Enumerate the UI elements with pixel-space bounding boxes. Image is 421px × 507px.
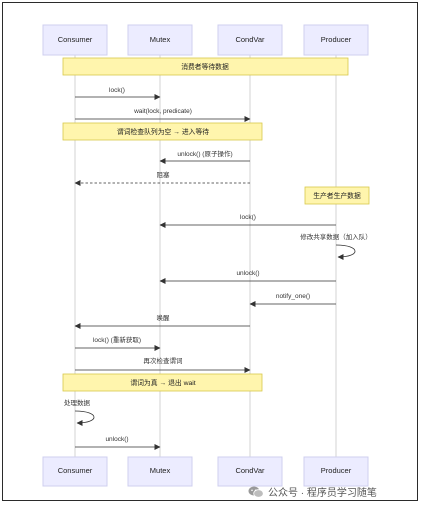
svg-text:lock(): lock() xyxy=(109,87,125,94)
svg-text:Mutex: Mutex xyxy=(150,466,171,475)
note-producer-produces: 生产者生产数据 xyxy=(304,186,370,205)
message-relock: lock() (重新获取) xyxy=(75,335,161,351)
svg-text:unlock(): unlock() xyxy=(236,270,259,277)
note-consumer-waits: 消费者等待数据 xyxy=(62,57,349,76)
svg-text:处理数据: 处理数据 xyxy=(64,398,91,407)
svg-text:lock() (重新获取): lock() (重新获取) xyxy=(93,335,141,344)
actor-label-producer: Producer xyxy=(321,35,352,44)
message-block: 阻塞 xyxy=(74,170,250,186)
svg-text:notify_one(): notify_one() xyxy=(276,293,310,300)
actor-label-consumer: Consumer xyxy=(58,35,93,44)
svg-text:Consumer: Consumer xyxy=(58,466,93,475)
message-wake-up: 唤醒 xyxy=(74,313,250,329)
actor-label-mutex: Mutex xyxy=(150,35,171,44)
message-producer-lock: lock() xyxy=(159,214,336,228)
actor-mutex-top: Mutex xyxy=(127,24,193,56)
svg-text:lock(): lock() xyxy=(240,214,256,221)
message-lock: lock() xyxy=(75,87,161,100)
actor-consumer-bottom: Consumer xyxy=(42,456,108,487)
wechat-icon xyxy=(248,486,264,498)
message-recheck-predicate: 再次检查谓词 xyxy=(75,356,251,373)
actor-producer-bottom: Producer xyxy=(303,456,369,487)
actor-condvar-bottom: CondVar xyxy=(217,456,283,487)
actor-condvar-top: CondVar xyxy=(217,24,283,56)
message-producer-unlock: unlock() xyxy=(159,270,336,284)
actor-mutex-bottom: Mutex xyxy=(127,456,193,487)
svg-text:谓词检查队列为空 → 进入等待: 谓词检查队列为空 → 进入等待 xyxy=(117,127,209,136)
svg-text:消费者等待数据: 消费者等待数据 xyxy=(181,62,229,71)
svg-text:谓词为真 → 退出 wait: 谓词为真 → 退出 wait xyxy=(130,378,195,387)
actor-producer-top: Producer xyxy=(303,24,369,56)
note-predicate-true: 谓词为真 → 退出 wait xyxy=(62,373,263,392)
actor-consumer-top: Consumer xyxy=(42,24,108,56)
message-process-data: 处理数据 xyxy=(64,398,95,426)
message-unlock-atomic: unlock() (原子操作) xyxy=(159,149,250,164)
svg-text:生产者生产数据: 生产者生产数据 xyxy=(313,191,361,200)
svg-text:再次检查谓词: 再次检查谓词 xyxy=(144,356,183,365)
svg-text:CondVar: CondVar xyxy=(235,466,265,475)
svg-text:修改共享数据（加入队）: 修改共享数据（加入队） xyxy=(300,232,372,241)
actor-label-condvar: CondVar xyxy=(235,35,265,44)
watermark-text: 公众号 · 程序员学习随笔 xyxy=(268,488,377,499)
message-notify-one: notify_one() xyxy=(249,293,336,307)
watermark: 公众号 · 程序员学习随笔 xyxy=(248,484,377,499)
note-predicate-empty: 谓词检查队列为空 → 进入等待 xyxy=(62,122,263,141)
svg-text:wait(lock, predicate): wait(lock, predicate) xyxy=(133,108,192,115)
svg-text:阻塞: 阻塞 xyxy=(157,170,171,179)
diagram-frame: Consumer Mutex CondVar Producer 消费者等待数据 … xyxy=(2,2,418,501)
svg-text:unlock() (原子操作): unlock() (原子操作) xyxy=(177,149,232,158)
message-modify-shared-data: 修改共享数据（加入队） xyxy=(300,232,372,260)
message-wait: wait(lock, predicate) xyxy=(75,108,251,122)
message-consumer-unlock: unlock() xyxy=(75,436,161,450)
svg-text:唤醒: 唤醒 xyxy=(157,313,171,322)
svg-text:Producer: Producer xyxy=(321,466,352,475)
svg-text:unlock(): unlock() xyxy=(105,436,128,443)
sequence-diagram: Consumer Mutex CondVar Producer 消费者等待数据 … xyxy=(42,24,372,487)
